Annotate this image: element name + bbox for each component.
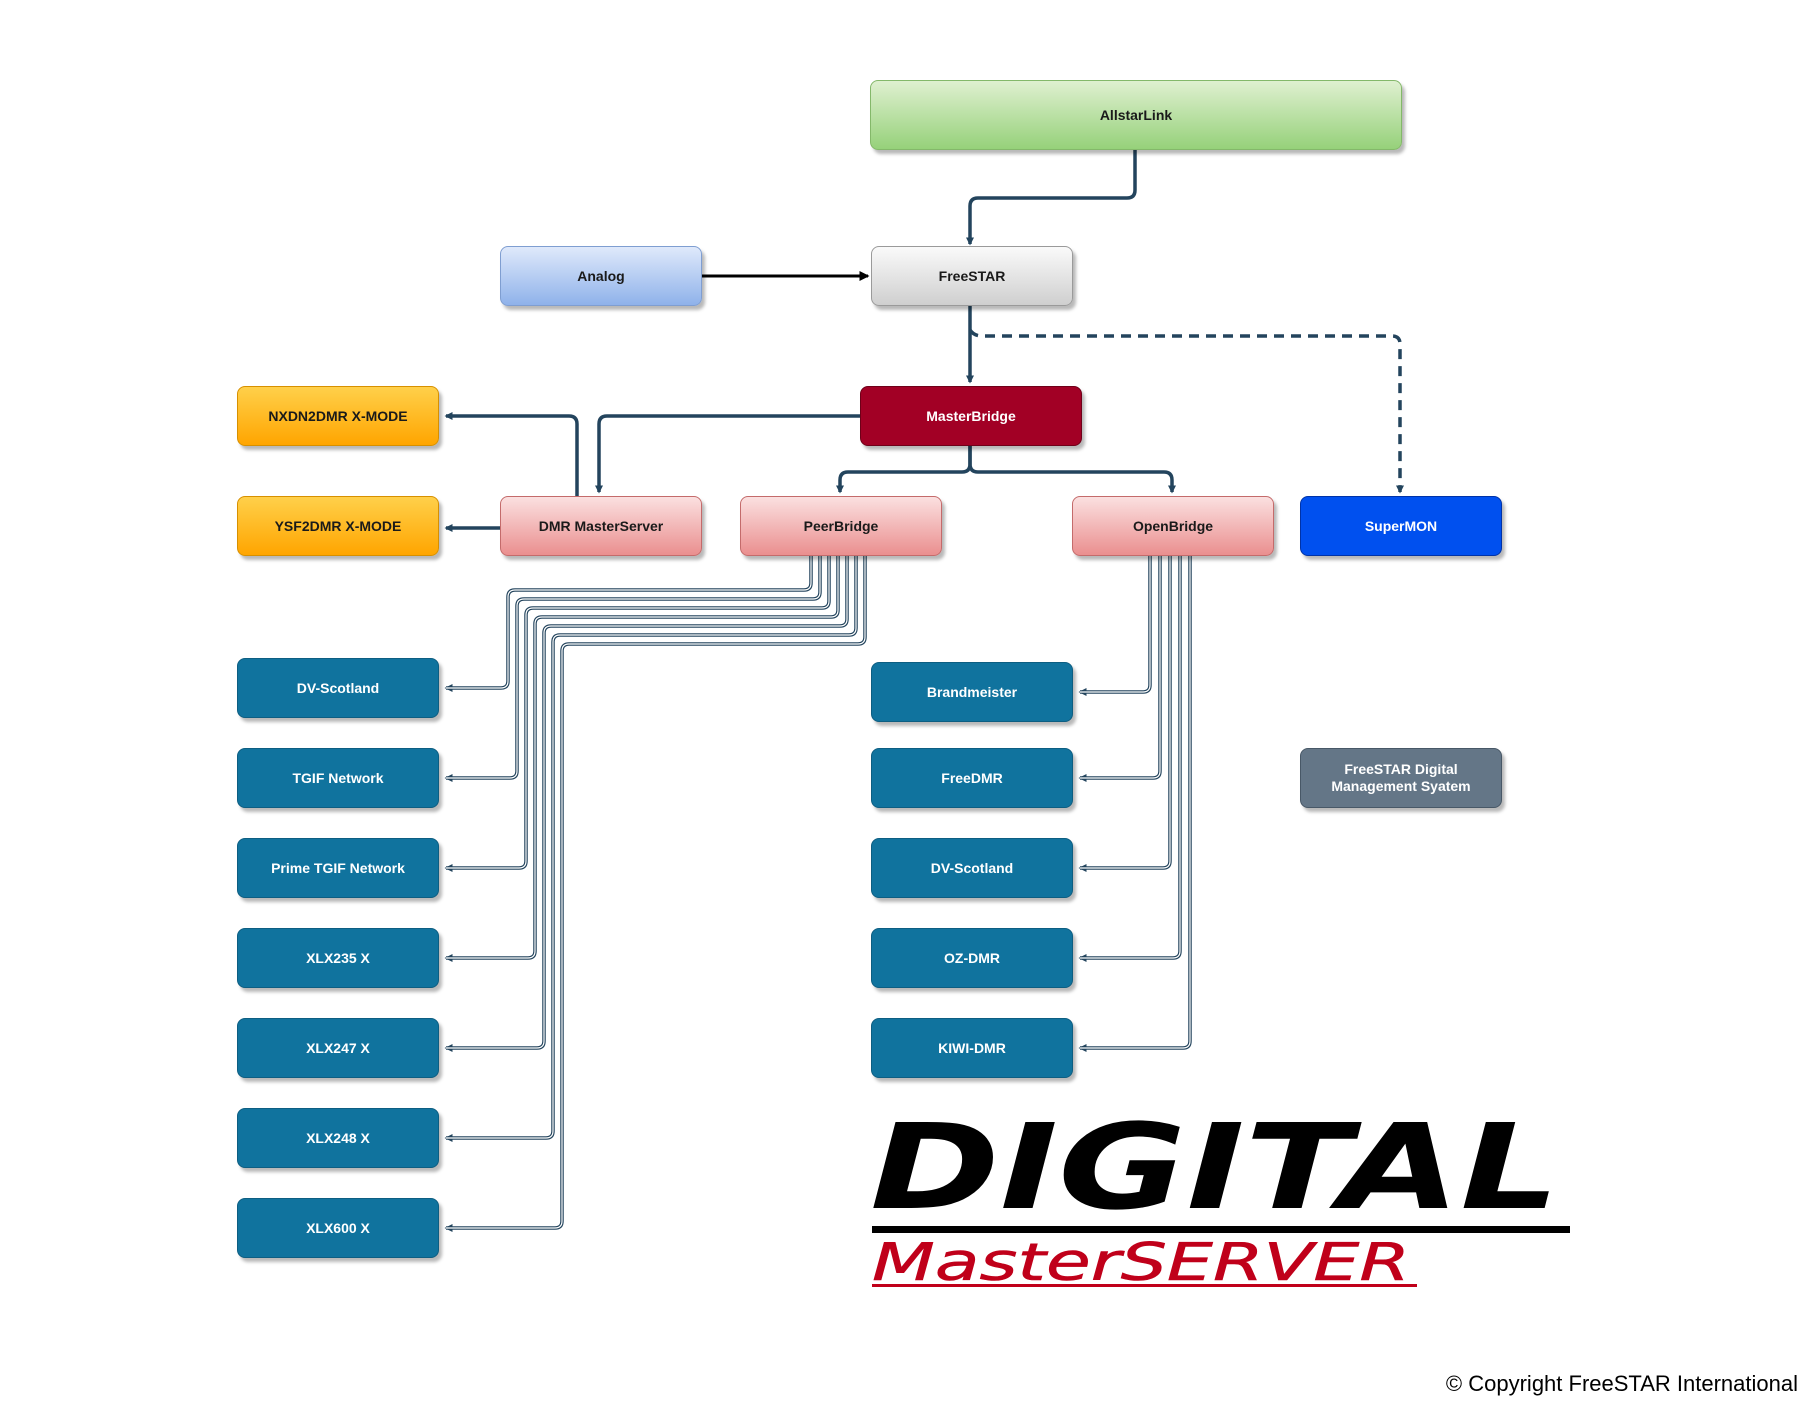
copyright-notice: © Copyright FreeSTAR International: [1445, 1371, 1798, 1396]
node-freestar-dms[interactable]: FreeSTAR Digital Management Syatem: [1300, 748, 1502, 808]
edge-freestar-supermon: [968, 328, 1404, 494]
node-analog[interactable]: Analog: [500, 246, 702, 306]
digital-masterserver-logo: DIGITAL MasterSERVER: [870, 1118, 1570, 1290]
open-network-oz-dmr[interactable]: OZ-DMR: [871, 928, 1073, 988]
peer-network-xlx248[interactable]: XLX248 X: [237, 1108, 439, 1168]
node-ysf2dmr[interactable]: YSF2DMR X-MODE: [237, 496, 439, 556]
edge-dmr-masterserver-nxdn2dmr: [444, 412, 579, 498]
logo-underline-black: [872, 1226, 1570, 1233]
peer-network-prime-tgif[interactable]: Prime TGIF Network: [237, 838, 439, 898]
edge-openbridge-open-4-highlight: [1080, 556, 1191, 1049]
peer-network-tgif[interactable]: TGIF Network: [237, 748, 439, 808]
edge-openbridge-open-0-highlight: [1080, 556, 1151, 693]
node-allstarlink[interactable]: AllstarLink: [870, 80, 1402, 150]
node-openbridge[interactable]: OpenBridge: [1072, 496, 1274, 556]
node-masterbridge[interactable]: MasterBridge: [860, 386, 1082, 446]
edge-peerbridge-peer-3-highlight: [446, 556, 839, 959]
peer-network-dv-scotland[interactable]: DV-Scotland: [237, 658, 439, 718]
edge-openbridge-open-1: [1078, 556, 1162, 782]
edge-openbridge-open-1-highlight: [1080, 556, 1161, 779]
edge-masterbridge-peerbridge: [836, 446, 972, 494]
open-network-brandmeister[interactable]: Brandmeister: [871, 662, 1073, 722]
edge-peerbridge-peer-1-highlight: [446, 556, 821, 779]
edge-peerbridge-peer-0: [444, 556, 813, 692]
logo-underline-red: [872, 1284, 1417, 1287]
open-network-kiwi-dmr[interactable]: KIWI-DMR: [871, 1018, 1073, 1078]
edge-peerbridge-peer-4-highlight: [446, 556, 848, 1049]
open-network-freedmr[interactable]: FreeDMR: [871, 748, 1073, 808]
edge-masterbridge-dmr-masterserver: [595, 414, 860, 494]
openbridge-fanout: [1078, 556, 1192, 1052]
open-network-dv-scotland[interactable]: DV-Scotland: [871, 838, 1073, 898]
node-peerbridge[interactable]: PeerBridge: [740, 496, 942, 556]
edge-peerbridge-peer-3: [444, 556, 840, 962]
edge-peerbridge-peer-2: [444, 556, 831, 872]
edge-peerbridge-peer-2-highlight: [446, 556, 830, 869]
edge-peerbridge-peer-4: [444, 556, 849, 1052]
edge-openbridge-open-2-highlight: [1080, 556, 1171, 869]
edge-openbridge-open-0: [1078, 556, 1152, 696]
edge-openbridge-open-3-highlight: [1080, 556, 1181, 959]
edge-peerbridge-peer-0-highlight: [446, 556, 812, 689]
edge-peerbridge-peer-5-highlight: [446, 556, 857, 1139]
edge-openbridge-open-2: [1078, 556, 1172, 872]
peer-network-xlx247[interactable]: XLX247 X: [237, 1018, 439, 1078]
node-freestar[interactable]: FreeSTAR: [871, 246, 1073, 306]
edge-peerbridge-peer-6-highlight: [446, 556, 866, 1229]
edge-allstarlink-freestar: [966, 150, 1137, 246]
edge-masterbridge-openbridge: [968, 446, 1176, 494]
peerbridge-fanout: [444, 556, 867, 1232]
peer-network-xlx600[interactable]: XLX600 X: [237, 1198, 439, 1258]
node-supermon[interactable]: SuperMON: [1300, 496, 1502, 556]
peer-network-xlx235[interactable]: XLX235 X: [237, 928, 439, 988]
node-dmr-masterserver[interactable]: DMR MasterServer: [500, 496, 702, 556]
logo-digital-text: DIGITAL: [870, 1118, 1560, 1236]
edge-openbridge-open-3: [1078, 556, 1182, 962]
node-nxdn2dmr[interactable]: NXDN2DMR X-MODE: [237, 386, 439, 446]
edge-openbridge-open-4: [1078, 556, 1192, 1052]
logo-masterserver-text: MasterSERVER: [872, 1233, 1410, 1290]
